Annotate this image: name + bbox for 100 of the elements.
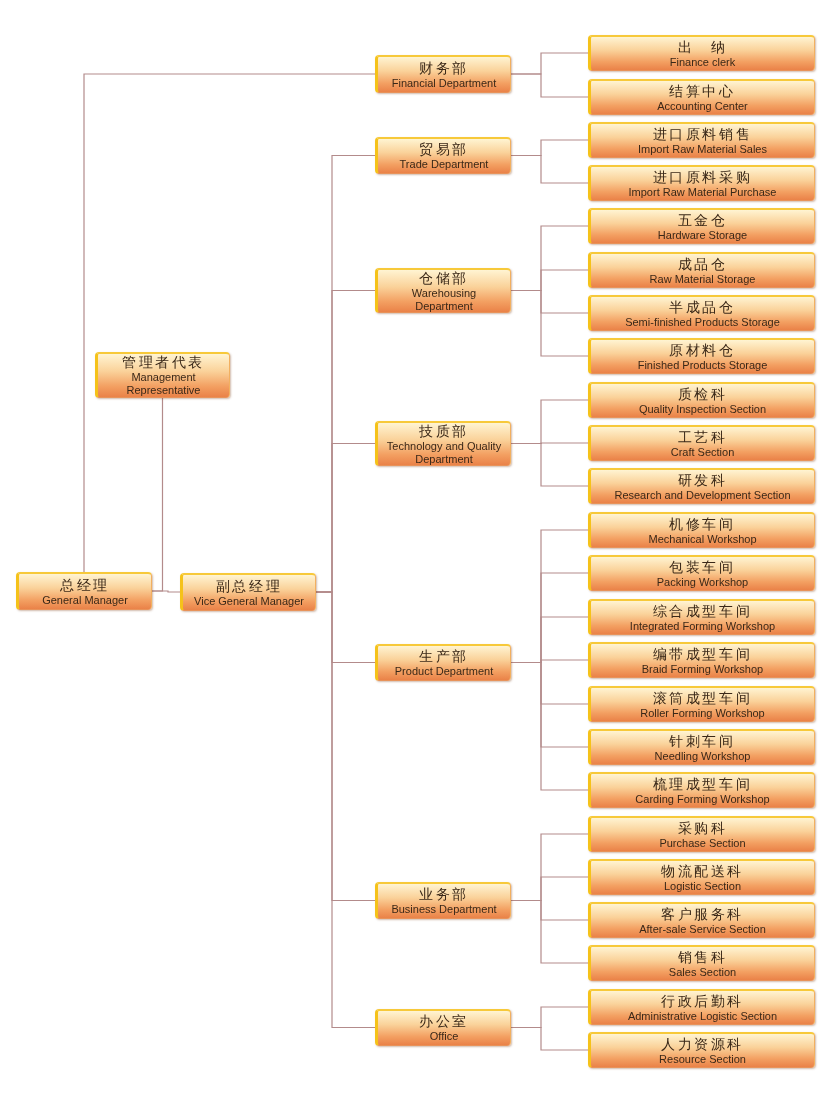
section-box [588, 252, 815, 288]
role-subtitle: Integrated Forming Workshop [629, 619, 776, 633]
role-subtitle: Craft Section [670, 445, 735, 459]
role-subtitle: Technology and Quality Department [385, 439, 503, 466]
role-title: 采购科 [677, 819, 728, 836]
role-title: 行政后勤科 [661, 992, 744, 1009]
role-subtitle: Import Raw Material Sales [638, 142, 767, 156]
role-subtitle: Product Department [394, 665, 494, 678]
role-subtitle: Hardware Storage [657, 228, 748, 242]
role-subtitle: Vice General Manager [194, 594, 304, 608]
connector-line [510, 73, 589, 98]
department-box [375, 644, 511, 681]
role-subtitle: Purchase Section [659, 836, 746, 850]
role-title: 管理者代表 [122, 354, 205, 370]
role-subtitle: Business Department [391, 903, 497, 916]
role-subtitle: Import Raw Material Purchase [628, 185, 777, 199]
role-subtitle: Administrative Logistic Section [627, 1009, 778, 1023]
role-title: 销售科 [677, 948, 728, 965]
role-title: 结算中心 [669, 82, 736, 99]
department-box [375, 1009, 511, 1046]
section-box [588, 122, 815, 158]
section-box [588, 295, 815, 331]
section-box [588, 555, 815, 591]
role-subtitle: Research and Development Section [614, 488, 791, 502]
connector-line [510, 289, 589, 357]
section-box [588, 642, 815, 678]
role-subtitle: Warehousing Department [410, 286, 478, 313]
role-title: 包装车间 [669, 558, 736, 575]
section-box [588, 425, 815, 461]
role-title: 办公室 [419, 1013, 469, 1029]
role-subtitle: Semi-finished Products Storage [625, 315, 780, 329]
department-box [375, 421, 511, 466]
section-box [588, 729, 815, 765]
section-box [588, 686, 815, 722]
role-subtitle: Logistic Section [663, 879, 741, 893]
role-subtitle: After-sale Service Section [639, 922, 766, 936]
role-title: 研发科 [677, 471, 728, 488]
connector-line [510, 899, 589, 964]
role-title: 进口原料销售 [652, 125, 753, 142]
role-title: 技质部 [419, 422, 469, 439]
section-box [588, 989, 815, 1025]
section-box [588, 816, 815, 852]
role-title: 人力资源科 [661, 1035, 744, 1052]
connector-line [510, 154, 589, 184]
role-title: 半成品仓 [669, 298, 736, 315]
role-subtitle: Trade Department [399, 158, 489, 171]
section-box [588, 1032, 815, 1068]
role-title: 总经理 [60, 576, 110, 593]
role-title: 仓储部 [419, 269, 469, 286]
role-subtitle: Raw Material Storage [649, 272, 756, 286]
section-box [588, 382, 815, 418]
role-subtitle: Resource Section [659, 1052, 746, 1066]
role-title: 五金仓 [677, 211, 728, 228]
role-subtitle: Financial Department [391, 76, 497, 90]
representative-box [95, 352, 230, 398]
section-box [588, 79, 815, 115]
section-box [588, 512, 815, 548]
role-title: 针刺车间 [669, 732, 736, 749]
role-title: 工艺科 [677, 428, 728, 445]
role-title: 生产部 [419, 648, 469, 664]
department-box [375, 268, 511, 313]
role-title: 滚筒成型车间 [652, 689, 753, 706]
manager-box [180, 573, 316, 611]
manager-box [16, 572, 152, 610]
role-subtitle: Accounting Center [657, 99, 748, 113]
role-subtitle: Management Representative [125, 371, 202, 397]
section-box [588, 208, 815, 244]
connector-line [83, 73, 376, 573]
role-title: 机修车间 [669, 515, 736, 532]
role-title: 质检科 [677, 385, 728, 402]
connector-line [151, 590, 181, 593]
department-box [375, 137, 511, 174]
role-title: 编带成型车间 [652, 645, 753, 662]
role-title: 客户服务科 [661, 905, 744, 922]
connector-line [510, 442, 589, 487]
role-subtitle: Roller Forming Workshop [640, 706, 765, 720]
role-subtitle: Quality Inspection Section [638, 402, 767, 416]
role-subtitle: Carding Forming Workshop [635, 792, 770, 806]
section-box [588, 772, 815, 808]
connector-line [510, 661, 589, 791]
role-subtitle: General Manager [42, 593, 128, 607]
section-box [588, 338, 815, 374]
section-box [588, 902, 815, 938]
role-subtitle: Packing Workshop [656, 575, 749, 589]
role-title: 出 纳 [677, 38, 728, 55]
role-title: 原材料仓 [669, 341, 736, 358]
role-subtitle: Office [429, 1030, 459, 1043]
role-title: 综合成型车间 [652, 602, 753, 619]
section-box [588, 599, 815, 635]
role-subtitle: Finance clerk [669, 55, 736, 69]
department-box [375, 55, 511, 93]
section-box [588, 945, 815, 981]
role-title: 进口原料采购 [652, 168, 753, 185]
role-subtitle: Braid Forming Workshop [641, 662, 764, 676]
section-box [588, 35, 815, 71]
role-subtitle: Finished Products Storage [637, 358, 768, 372]
role-title: 财务部 [419, 59, 469, 76]
section-box [588, 165, 815, 201]
role-title: 副总经理 [215, 577, 283, 594]
role-subtitle: Mechanical Workshop [648, 532, 757, 546]
